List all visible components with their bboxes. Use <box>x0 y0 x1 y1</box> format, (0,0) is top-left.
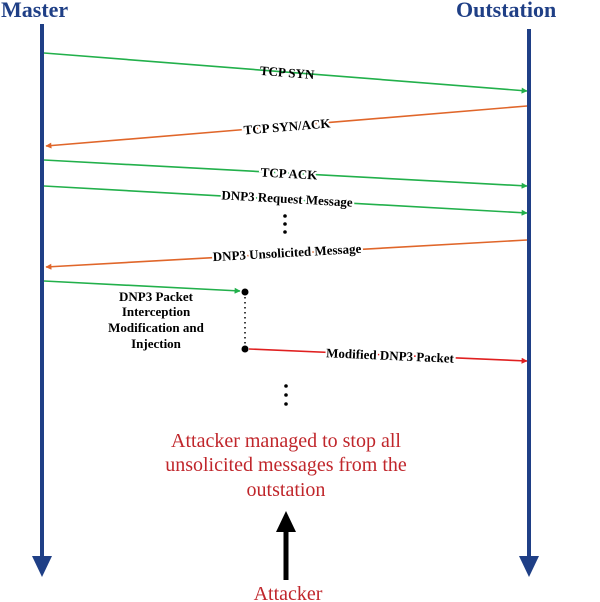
attacker-label: Attacker <box>254 583 323 602</box>
intercepted-packet-arrow <box>43 280 241 294</box>
interception-line-4: Injection <box>131 336 182 351</box>
dnp3-request-arrow <box>43 185 528 216</box>
interception-line-3: Modification and <box>108 320 204 335</box>
interception-description: DNP3 Packet Interception Modification an… <box>108 289 204 351</box>
interception-line-1: DNP3 Packet <box>119 289 194 304</box>
tcp-syn-label: TCP SYN <box>259 63 315 82</box>
tcp-ack-arrow <box>43 159 528 189</box>
injection-point <box>241 345 249 353</box>
modified-packet-arrow <box>248 348 528 364</box>
dnp3-request-label: DNP3 Request Message <box>221 187 353 209</box>
attacker-arrowhead <box>276 511 296 532</box>
result-statement: Attacker managed to stop all unsolicited… <box>165 430 407 501</box>
outstation-lifeline-arrowhead <box>519 556 539 577</box>
master-lifeline-arrowhead <box>32 556 52 577</box>
dnp3-unsolicited-arrow <box>45 239 528 270</box>
interception-line-2: Interception <box>122 304 191 319</box>
modified-packet-label: Modified DNP3 Packet <box>326 345 455 366</box>
tcp-syn-ack-label: TCP SYN/ACK <box>243 115 332 137</box>
tcp-syn-ack-arrow <box>45 105 528 149</box>
continuation-dots-lower <box>284 384 288 406</box>
tcp-ack-label: TCP ACK <box>260 165 318 183</box>
master-lifeline <box>32 24 52 577</box>
outstation-label: Outstation <box>456 0 556 22</box>
master-label: Master <box>1 0 68 22</box>
attacker-arrow <box>276 511 296 580</box>
tcp-syn-arrow <box>43 52 528 94</box>
result-line-2: unsolicited messages from the <box>165 454 407 476</box>
dnp3-unsolicited-label: DNP3 Unsolicited Message <box>212 241 362 264</box>
outstation-lifeline <box>519 29 539 577</box>
interception-point <box>241 288 249 296</box>
result-line-1: Attacker managed to stop all <box>171 430 401 452</box>
result-line-3: outstation <box>247 479 326 501</box>
continuation-dots-upper <box>283 214 287 234</box>
